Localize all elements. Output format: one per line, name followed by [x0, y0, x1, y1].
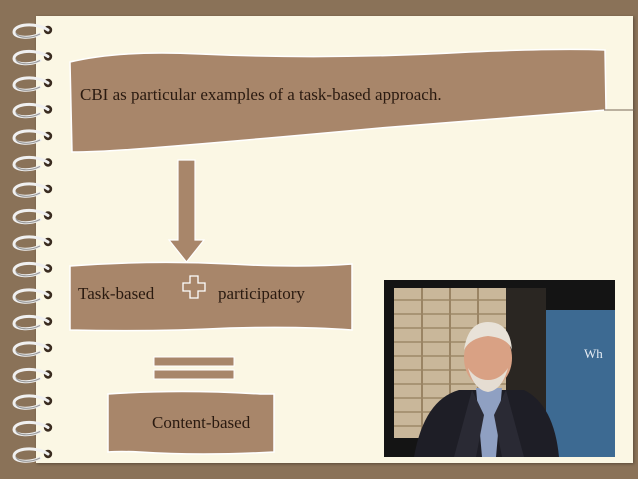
spiral-ring	[12, 209, 53, 225]
participatory-label: participatory	[218, 284, 305, 303]
spiral-ring	[12, 76, 53, 92]
spiral-ring	[12, 394, 53, 410]
video-scene: Wh	[384, 280, 615, 457]
spiral-ring	[12, 341, 53, 357]
spiral-ring	[12, 103, 53, 119]
spiral-ring	[12, 368, 53, 384]
spiral-ring	[12, 156, 53, 172]
bottom-box-shape	[107, 390, 275, 455]
spiral-ring	[12, 235, 53, 251]
spiral-ring	[12, 182, 53, 198]
top-box-text: CBI as particular examples of a task-bas…	[80, 85, 442, 104]
spiral-ring	[12, 129, 53, 145]
task-based-label: Task-based	[78, 284, 155, 303]
screen-partial-text: Wh	[584, 346, 603, 361]
video-thumbnail[interactable]: Wh	[384, 280, 615, 457]
presenter-figure	[414, 322, 559, 457]
down-arrow	[167, 159, 206, 263]
equals-bar-top	[153, 356, 235, 367]
middle-box-shape	[69, 261, 353, 332]
equals-bar-bottom	[153, 369, 235, 380]
bottom-box-text: Content-based	[152, 413, 251, 432]
spiral-ring	[12, 288, 53, 304]
spiral-ring	[12, 50, 53, 66]
spiral-ring	[12, 421, 53, 437]
spiral-binding	[12, 23, 53, 463]
spiral-ring	[12, 315, 53, 331]
spiral-ring	[12, 23, 53, 39]
spiral-ring	[12, 262, 53, 278]
plus-icon	[182, 275, 206, 299]
spiral-ring	[12, 447, 53, 463]
